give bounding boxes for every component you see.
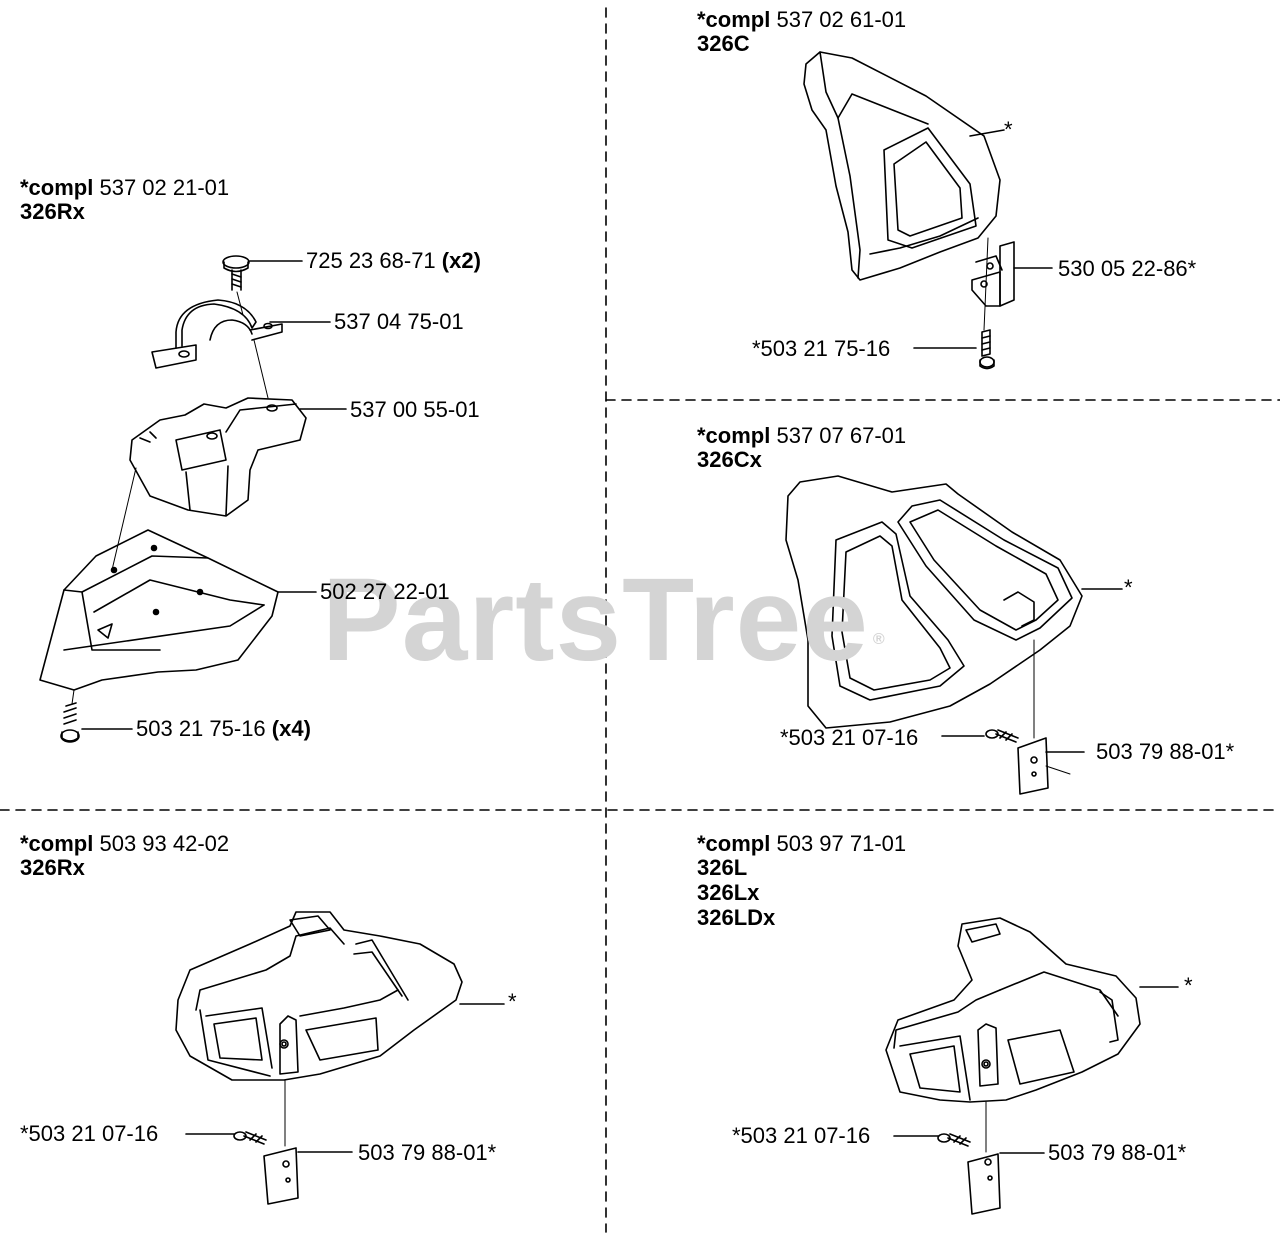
model-bottom-right: 326LDx	[697, 905, 776, 930]
clamp-bracket-icon	[151, 299, 283, 369]
part-label: 530 05 22-86*	[1058, 256, 1197, 281]
star-marker: *	[508, 989, 517, 1014]
part-label: 503 21 75-16 (x4)	[136, 716, 311, 741]
part-label: 503 79 88-01*	[358, 1140, 497, 1165]
model-top-left: 326Rx	[20, 199, 85, 224]
panel-dividers	[0, 7, 1280, 1233]
shield-cover-icon	[803, 51, 1001, 281]
cx-shield-icon	[785, 475, 1083, 729]
screw-icon	[985, 729, 1019, 743]
kit-title-bottom-left: *compl 503 93 42-02	[20, 831, 230, 856]
part-label: *503 21 07-16	[780, 725, 919, 750]
screw-top-icon	[222, 255, 250, 291]
watermark: PartsTree®	[322, 554, 886, 686]
leader-line	[969, 129, 1005, 137]
bottom-left-assembly	[175, 911, 505, 1205]
plate-icon	[1017, 737, 1049, 795]
screw-icon	[937, 1133, 971, 1147]
top-right-assembly	[803, 51, 1053, 370]
model-mid-right: 326Cx	[697, 447, 762, 472]
part-label: 503 79 88-01*	[1096, 739, 1235, 764]
part-label: 537 00 55-01	[350, 397, 480, 422]
kit-title-mid-right: *compl 537 07 67-01	[697, 423, 907, 448]
kit-title-bottom-right: *compl 503 97 71-01	[697, 831, 907, 856]
star-marker: *	[1184, 973, 1193, 998]
screw-icon	[979, 329, 995, 370]
plate-icon	[263, 1147, 299, 1205]
screw-bottom-icon	[60, 702, 80, 743]
part-label: 502 27 22-01	[320, 579, 450, 604]
part-label: *503 21 07-16	[20, 1121, 159, 1146]
part-label: 725 23 68-71 (x2)	[306, 248, 481, 273]
part-label: *503 21 07-16	[732, 1123, 871, 1148]
model-bottom-left: 326Rx	[20, 855, 85, 880]
part-label: *503 21 75-16	[752, 336, 891, 361]
rx-shield-icon	[175, 911, 463, 1081]
screw-icon	[233, 1131, 267, 1145]
star-marker: *	[1124, 575, 1133, 600]
l-shield-icon	[885, 917, 1141, 1103]
part-label: 503 79 88-01*	[1048, 1140, 1187, 1165]
part-label: 537 04 75-01	[334, 309, 464, 334]
kit-title-top-left: *compl 537 02 21-01	[20, 175, 230, 200]
model-top-right: 326C	[697, 31, 750, 56]
cover-holder-icon	[129, 397, 307, 517]
model-bottom-right: 326L	[697, 855, 748, 880]
model-bottom-right: 326Lx	[697, 880, 760, 905]
star-marker: *	[1004, 117, 1013, 142]
top-left-assembly	[39, 255, 347, 743]
mid-right-assembly	[785, 475, 1123, 795]
bracket-plate-icon	[971, 241, 1015, 307]
grass-shield-icon	[39, 529, 279, 691]
plate-icon	[967, 1153, 1001, 1215]
bottom-right-assembly	[885, 917, 1179, 1215]
kit-title-top-right: *compl 537 02 61-01	[697, 7, 907, 32]
